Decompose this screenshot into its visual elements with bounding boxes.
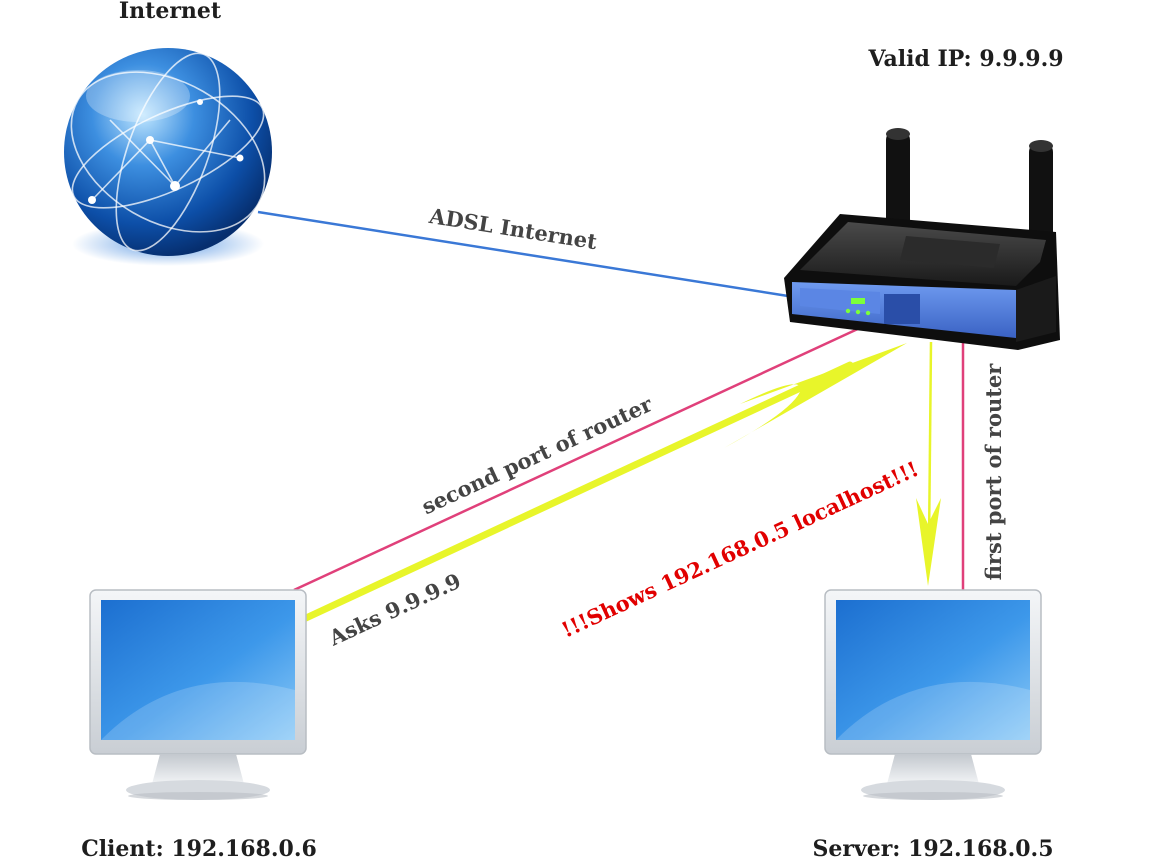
first-port-label: first port of router [981, 363, 1006, 581]
second-port-label: second port of router [418, 391, 657, 519]
client-label: Client: 192.168.0.6 [81, 836, 317, 862]
second-port-link [293, 325, 863, 592]
asks-arrow [302, 343, 907, 622]
adsl-link-label: ADSL Internet [427, 203, 599, 254]
server-label: Server: 192.168.0.5 [812, 836, 1053, 862]
adsl-link [257, 210, 789, 298]
router-ip-label: Valid IP: 9.9.9.9 [867, 46, 1063, 72]
client-monitor-icon [89, 589, 307, 800]
internet-label: Internet [119, 0, 222, 24]
shows-arrow [916, 341, 941, 586]
wireless-router-icon [784, 128, 1060, 350]
globe-icon [64, 48, 272, 266]
server-monitor-icon [824, 589, 1042, 800]
